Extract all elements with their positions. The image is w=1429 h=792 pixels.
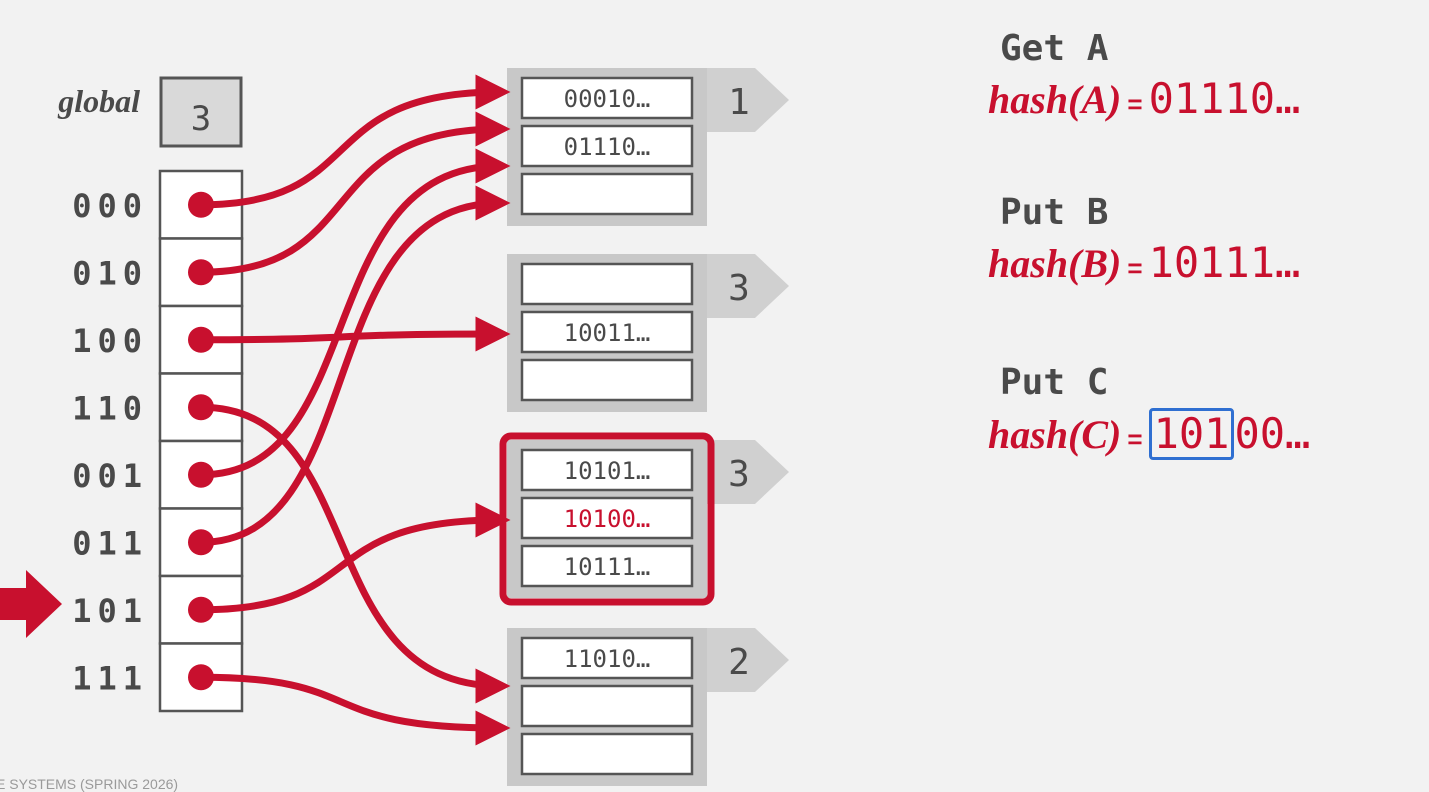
hash-fn-c: hash(C) xyxy=(988,412,1122,457)
pointer-dot xyxy=(188,191,214,218)
local-depth-tab xyxy=(705,68,789,132)
directory-label: 111 xyxy=(72,659,148,697)
equals-sign: = xyxy=(1127,424,1143,454)
course-footer: E SYSTEMS (SPRING 2026) xyxy=(0,776,179,792)
pointer-arrow xyxy=(200,403,511,704)
directory-label: 110 xyxy=(72,389,148,427)
bucket-slot xyxy=(520,76,694,120)
hash-fn-b: hash(B) xyxy=(988,241,1122,286)
global-depth-value: 3 xyxy=(191,99,211,139)
directory-label: 001 xyxy=(72,457,148,495)
bucket-slot xyxy=(520,262,694,306)
directory-label: 011 xyxy=(72,524,148,562)
directory-label: 100 xyxy=(72,322,148,360)
directory-slot-000: 000 xyxy=(72,169,244,240)
bucket-slot xyxy=(520,636,694,680)
bucket-entry: 01110… xyxy=(564,133,651,161)
bucket-slot xyxy=(520,172,694,216)
bucket-slot xyxy=(520,448,694,492)
pointer-arrow xyxy=(200,148,511,479)
equals-sign: = xyxy=(1127,89,1143,119)
global-depth-label: global xyxy=(57,83,140,119)
bucket-slot xyxy=(520,124,694,168)
bucket-entry: 11010… xyxy=(564,645,651,673)
pointer-dot xyxy=(188,394,214,421)
bucket-entry: 10111… xyxy=(564,553,651,581)
op-label-put-b: Put B xyxy=(1000,192,1109,233)
pointer-dot xyxy=(188,664,214,691)
bucket-slot xyxy=(520,544,694,588)
bucket-2: 3 10011… xyxy=(507,254,789,412)
pointer-dot xyxy=(188,529,214,556)
directory: 000 010 100 110 001 011 101 111 xyxy=(72,169,244,713)
local-depth-value: 2 xyxy=(728,642,750,683)
pointer-arrow xyxy=(200,502,511,614)
bucket-entry: 10101… xyxy=(564,457,651,485)
bucket-entry: 10100… xyxy=(564,505,651,533)
local-depth-value: 3 xyxy=(728,268,750,309)
bucket-slot xyxy=(520,684,694,728)
hash-value-a: 01110… xyxy=(1148,74,1301,123)
pointer-dot xyxy=(188,259,214,286)
pointer-arrow xyxy=(200,316,511,352)
bucket-entry: 10011… xyxy=(564,319,651,347)
current-slot-arrow xyxy=(0,570,62,638)
local-depth-tab xyxy=(705,440,789,504)
hash-prefix-highlight: 101 xyxy=(1148,408,1235,460)
pointer-arrow xyxy=(200,185,511,546)
local-depth-tab xyxy=(705,628,789,692)
directory-label: 010 xyxy=(72,254,148,292)
bucket-entry: 00010… xyxy=(564,85,651,113)
bucket-slot xyxy=(520,310,694,354)
bucket-4: 2 11010… xyxy=(507,628,789,786)
buckets: 1 00010… 01110… 3 10011… 3 10101… 10100… 10111… 2… xyxy=(499,68,789,786)
hash-value-b: 10111… xyxy=(1148,238,1301,287)
directory-label: 000 xyxy=(72,187,148,225)
local-depth-value: 3 xyxy=(728,454,750,495)
hash-fn-a: hash(A) xyxy=(988,77,1122,122)
pointer-dot xyxy=(188,326,214,353)
equals-sign: = xyxy=(1127,253,1143,283)
pointer-arrow xyxy=(200,111,511,276)
bucket-1: 1 00010… 01110… xyxy=(507,68,789,226)
local-depth-value: 1 xyxy=(728,82,750,123)
pointer-arrows xyxy=(188,74,511,746)
bucket-slot xyxy=(520,496,694,540)
pointer-arrow xyxy=(200,673,511,746)
bucket-slot xyxy=(520,732,694,776)
bucket-slot xyxy=(520,358,694,402)
pointer-dot xyxy=(188,596,214,623)
pointer-arrow xyxy=(200,74,511,209)
hash-value-c-rest: 00… xyxy=(1234,409,1311,458)
directory-label: 101 xyxy=(72,592,148,630)
pointer-dot xyxy=(188,461,214,488)
hash-line-b: hash(B)=10111… xyxy=(988,238,1300,287)
hash-line-a: hash(A)=01110… xyxy=(988,74,1300,123)
op-label-get-a: Get A xyxy=(1000,28,1109,69)
local-depth-tab xyxy=(705,254,789,318)
op-label-put-c: Put C xyxy=(1000,362,1109,403)
bucket-3: 3 10101… 10100… 10111… xyxy=(499,432,789,606)
global-depth-box xyxy=(159,76,243,148)
